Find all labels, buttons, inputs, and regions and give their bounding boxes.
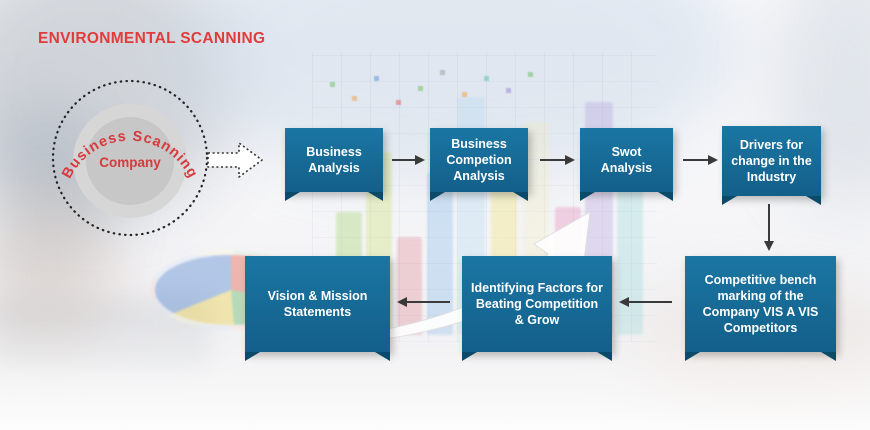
flow-box-drivers-for-change: Drivers for change in the Industry [722,126,821,205]
flow-box-business-analysis: Business Analysis [285,128,383,201]
arrow-right-icon [540,154,575,165]
flow-box-label: Identifying Factors for Beating Competit… [471,280,603,328]
bg-scatter-dot [374,76,379,81]
bg-scatter-dot [440,70,445,75]
arrow-left-icon [619,296,672,307]
page-title: ENVIRONMENTAL SCANNING [38,30,266,47]
flow-box-business-competion-analysis: Business Competion Analysis [430,128,528,201]
flow-box-swot-analysis: Swot Analysis [580,128,673,201]
bg-scatter-dot [484,76,489,81]
hub-center-label: Company [99,155,161,170]
arrow-right-icon [392,154,425,165]
arrow-down-icon [763,204,774,251]
bg-scatter-dot [462,92,467,97]
dotted-ring [51,79,209,237]
bg-scatter-dot [396,100,401,105]
flow-box-vision-mission: Vision & Mission Statements [245,256,390,361]
bg-scatter-dot [528,72,533,77]
bg-chart-bar [397,237,422,335]
bg-scatter-dot [418,86,423,91]
hub-inner-circle [86,117,174,205]
flow-box-label: Business Competion Analysis [446,136,512,184]
arrow-right-icon [683,154,718,165]
bg-scatter-dot [506,88,511,93]
arrow-left-icon [397,296,450,307]
flow-box-label: Drivers for change in the Industry [731,137,812,185]
flow-box-competitive-benchmarking: Competitive bench marking of the Company… [685,256,836,361]
flow-box-identifying-factors: Identifying Factors for Beating Competit… [462,256,612,361]
flow-box-label: Vision & Mission Statements [267,288,368,319]
bg-scatter-dot [330,82,335,87]
bg-keyboard-shape [0,295,210,370]
hub-arrow-icon [207,142,263,178]
company-hub: Business Scanning Company [51,79,209,237]
bg-scatter-dot [352,96,357,101]
flow-box-label: Swot Analysis [600,144,653,175]
flow-box-label: Business Analysis [306,144,362,175]
flow-box-label: Competitive bench marking of the Company… [702,272,819,336]
